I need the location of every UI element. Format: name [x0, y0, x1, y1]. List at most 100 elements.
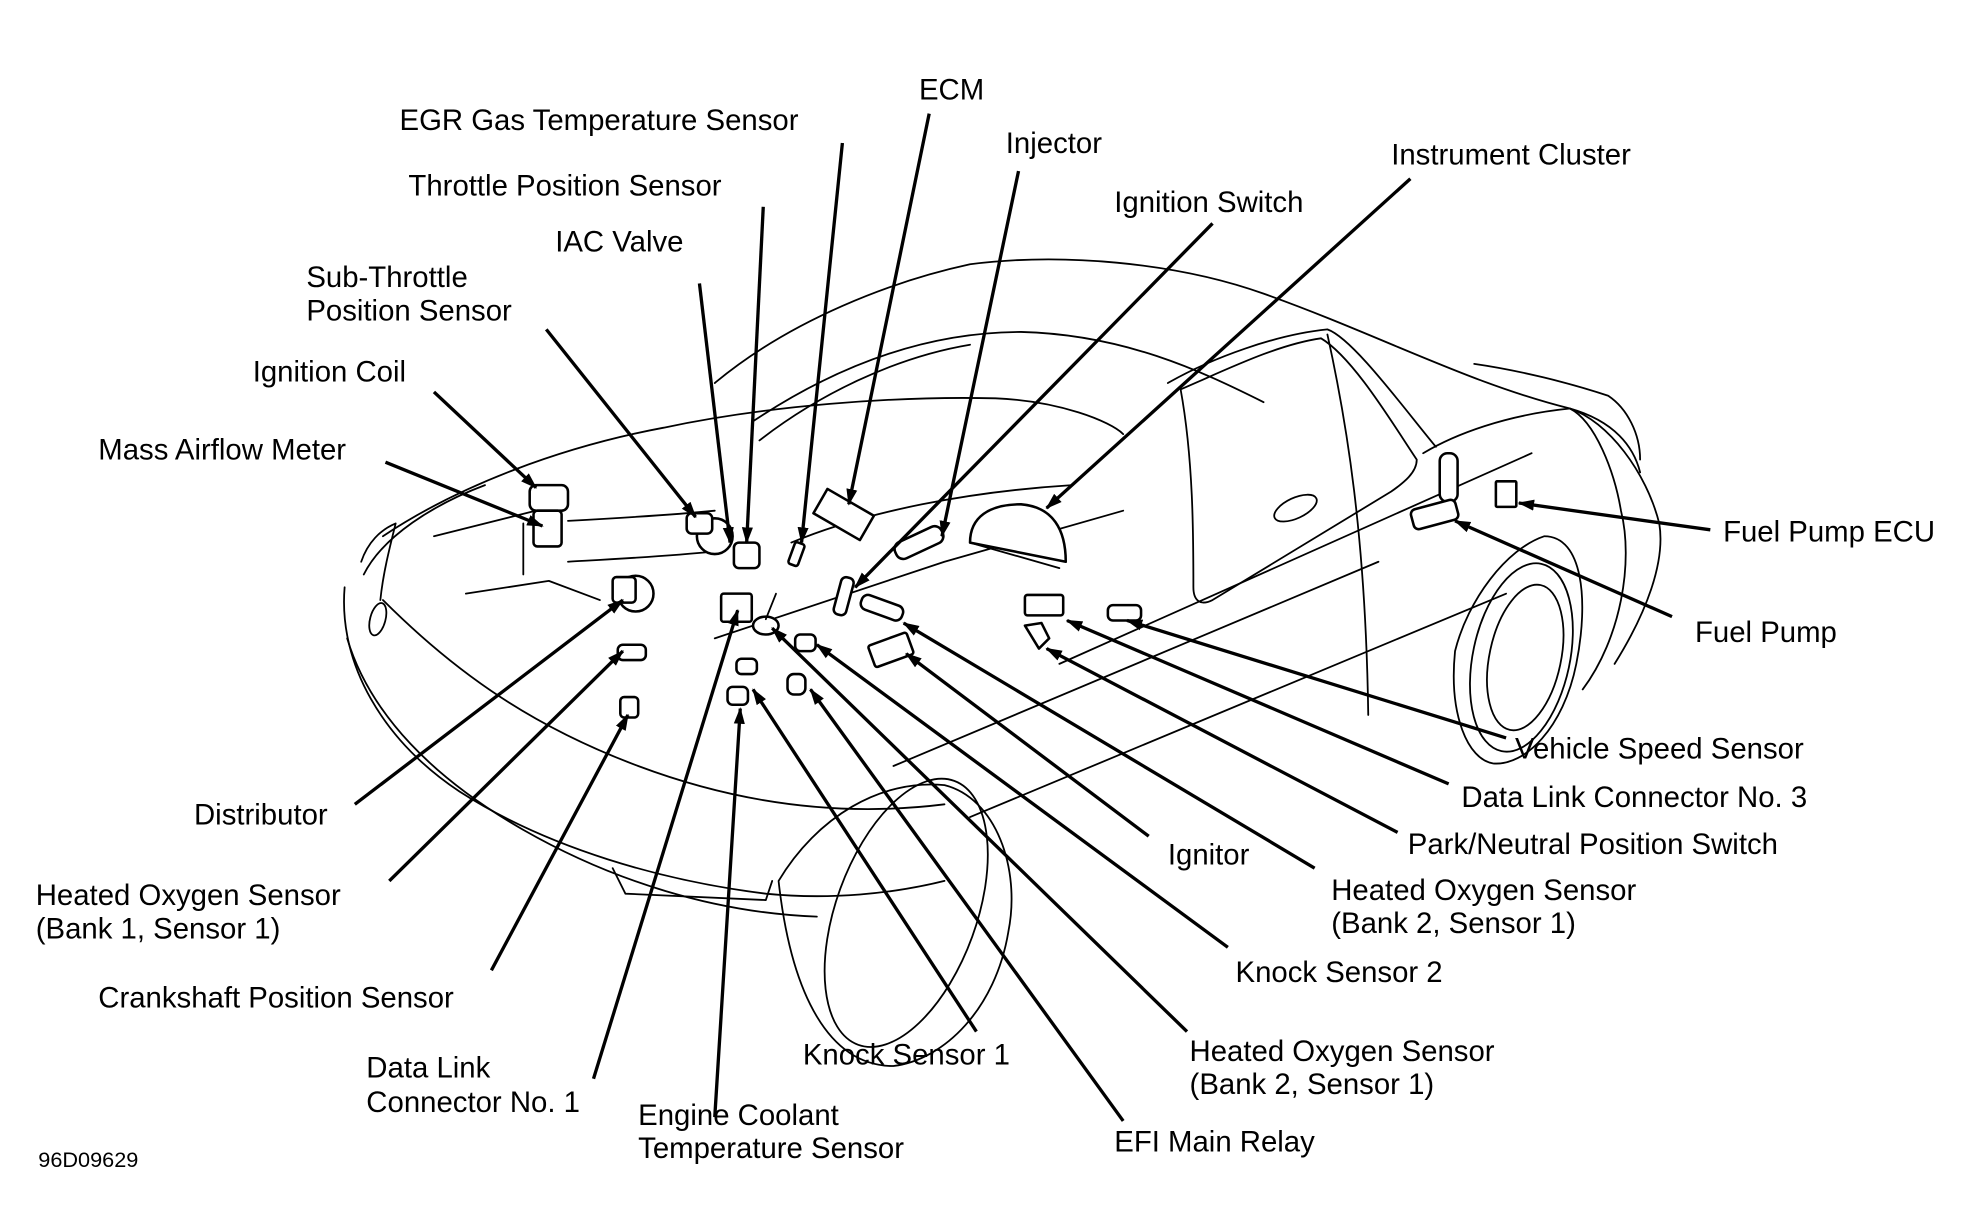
leader-injector [939, 170, 1021, 538]
vehicle-speed-sensor-part [1106, 603, 1143, 622]
mass-airflow-meter-part [532, 509, 563, 548]
ecm-unit [812, 487, 876, 542]
ho2s-b2s1-upper-part [832, 575, 855, 617]
label-ho2s-b2s1-lower-line2: (Bank 2, Sensor 1) [1190, 1068, 1435, 1101]
leader-ho2s-b2s1-upper [902, 621, 1316, 870]
park-neutral-switch-part [867, 631, 915, 669]
label-instrument-cluster: Instrument Cluster [1391, 139, 1631, 172]
figure-code: 96D09629 [38, 1147, 138, 1172]
label-ho2s-b1s1-line2: (Bank 1, Sensor 1) [36, 912, 281, 945]
leader-knock-sensor-1 [751, 688, 978, 1033]
car-front-bumper [343, 586, 946, 898]
sub-throttle-sensor-part [685, 511, 714, 535]
car-rear-wheel [1469, 562, 1574, 753]
leader-throttle-position-sensor [741, 206, 765, 544]
distributor-body [611, 575, 637, 604]
ect-sensor-part [726, 685, 750, 707]
car-rocker-line [969, 592, 1507, 818]
leader-vehicle-speed-sensor [1125, 618, 1507, 740]
label-knock-sensor-2: Knock Sensor 2 [1236, 956, 1443, 989]
intake-duct [522, 509, 716, 576]
car-hood-front-edge [362, 484, 486, 576]
ignitor-part [859, 593, 905, 622]
label-sub-throttle-line1: Sub-Throttle [306, 261, 467, 294]
label-efi-main-relay: EFI Main Relay [1114, 1126, 1315, 1159]
leader-egr-gas-temp-sensor [797, 142, 845, 544]
label-ect-line1: Engine Coolant [638, 1099, 839, 1132]
car-grille [611, 867, 774, 901]
components [522, 451, 1518, 719]
label-crankshaft-position-sensor: Crankshaft Position Sensor [98, 981, 454, 1014]
label-ignitor: Ignitor [1168, 838, 1250, 871]
car-hood [382, 397, 1125, 538]
leader-ignition-switch [853, 222, 1214, 589]
leader-dlc1 [591, 608, 740, 1080]
car-b-pillar [1326, 333, 1370, 716]
ignition-coil-part [528, 483, 570, 512]
label-distributor: Distributor [194, 799, 328, 832]
label-park-neutral-switch: Park/Neutral Position Switch [1408, 828, 1778, 861]
car-rear-quarter [1422, 407, 1627, 691]
label-mass-airflow-meter: Mass Airflow Meter [98, 434, 346, 467]
leader-knock-sensor-2 [815, 643, 1229, 949]
car-rear-hub [1486, 583, 1565, 732]
car-side-mirror [968, 503, 1068, 564]
leader-distributor [353, 598, 624, 806]
label-sub-throttle-line2: Position Sensor [306, 294, 512, 327]
label-iac-valve: IAC Valve [555, 226, 683, 259]
label-ho2s-b2s1-upper-line2: (Bank 2, Sensor 1) [1331, 907, 1576, 940]
car-door-handle [1273, 493, 1318, 523]
label-ect-line2: Temperature Sensor [638, 1132, 904, 1165]
car-rear-wheel-arch [1452, 535, 1584, 765]
ho2s-b2s1-lower-wire [764, 592, 777, 621]
label-ecm: ECM [919, 74, 984, 107]
fuel-pump-part [1438, 451, 1459, 504]
car-door-window-frame [1166, 328, 1437, 448]
crankshaft-sensor-part [619, 695, 640, 719]
leader-sub-throttle-sensor [544, 328, 697, 519]
labels: EGR Gas Temperature Sensor ECM Injector … [36, 74, 1935, 1172]
car-fog-light [368, 602, 388, 637]
car-front-wheel [823, 777, 989, 1048]
car-cowl [790, 484, 1074, 544]
leader-crankshaft-sensor [489, 713, 630, 972]
leader-ho2s-b2s1-lower [771, 626, 1189, 1033]
car-lower-body [892, 560, 1380, 767]
leader-instrument-cluster [1045, 177, 1412, 510]
car-side-window [1179, 337, 1418, 604]
fuel-pump-bracket [1409, 498, 1460, 531]
leader-ho2s-b1s1 [388, 649, 625, 883]
leader-ecm [846, 113, 931, 506]
car-front-wheel-arch [777, 783, 1013, 1067]
egr-temp-sensor-part [787, 540, 806, 568]
label-dlc3: Data Link Connector No. 3 [1461, 781, 1807, 814]
leader-efi-main-relay [809, 688, 1125, 1122]
leader-dlc3 [1065, 618, 1450, 786]
throttle-position-sensor-part [732, 541, 761, 570]
car-headlight [360, 522, 397, 601]
leader-fuel-pump-ecu [1517, 499, 1711, 532]
car-trunk-line [1473, 362, 1642, 461]
dlc1-part [735, 657, 759, 676]
knock-sensor-1-part [786, 672, 807, 696]
label-dlc1-line2: Connector No. 1 [366, 1086, 580, 1119]
car-engine-bay-line [433, 509, 1125, 640]
leader-ignitor [905, 652, 1150, 838]
car-front-bumper-lower [346, 637, 818, 918]
label-dlc1-line1: Data Link [366, 1052, 490, 1085]
label-fuel-pump-ecu: Fuel Pump ECU [1723, 515, 1935, 548]
car-mirror-base [969, 541, 1061, 570]
dlc3-part [1023, 593, 1065, 617]
label-vehicle-speed-sensor: Vehicle Speed Sensor [1515, 732, 1804, 765]
label-throttle-position-sensor: Throttle Position Sensor [408, 169, 721, 202]
label-ignition-coil: Ignition Coil [253, 356, 406, 389]
leader-park-neutral-switch [1045, 647, 1399, 834]
knock-sensor-2-part [793, 633, 817, 653]
leader-fuel-pump [1453, 519, 1673, 619]
car-hood-fender-line [382, 599, 946, 810]
leader-ignition-coil [432, 390, 538, 489]
dlc3-bracket [1023, 621, 1051, 650]
label-egr-gas-temp-sensor: EGR Gas Temperature Sensor [399, 104, 798, 137]
label-ho2s-b2s1-upper-line1: Heated Oxygen Sensor [1331, 874, 1636, 907]
